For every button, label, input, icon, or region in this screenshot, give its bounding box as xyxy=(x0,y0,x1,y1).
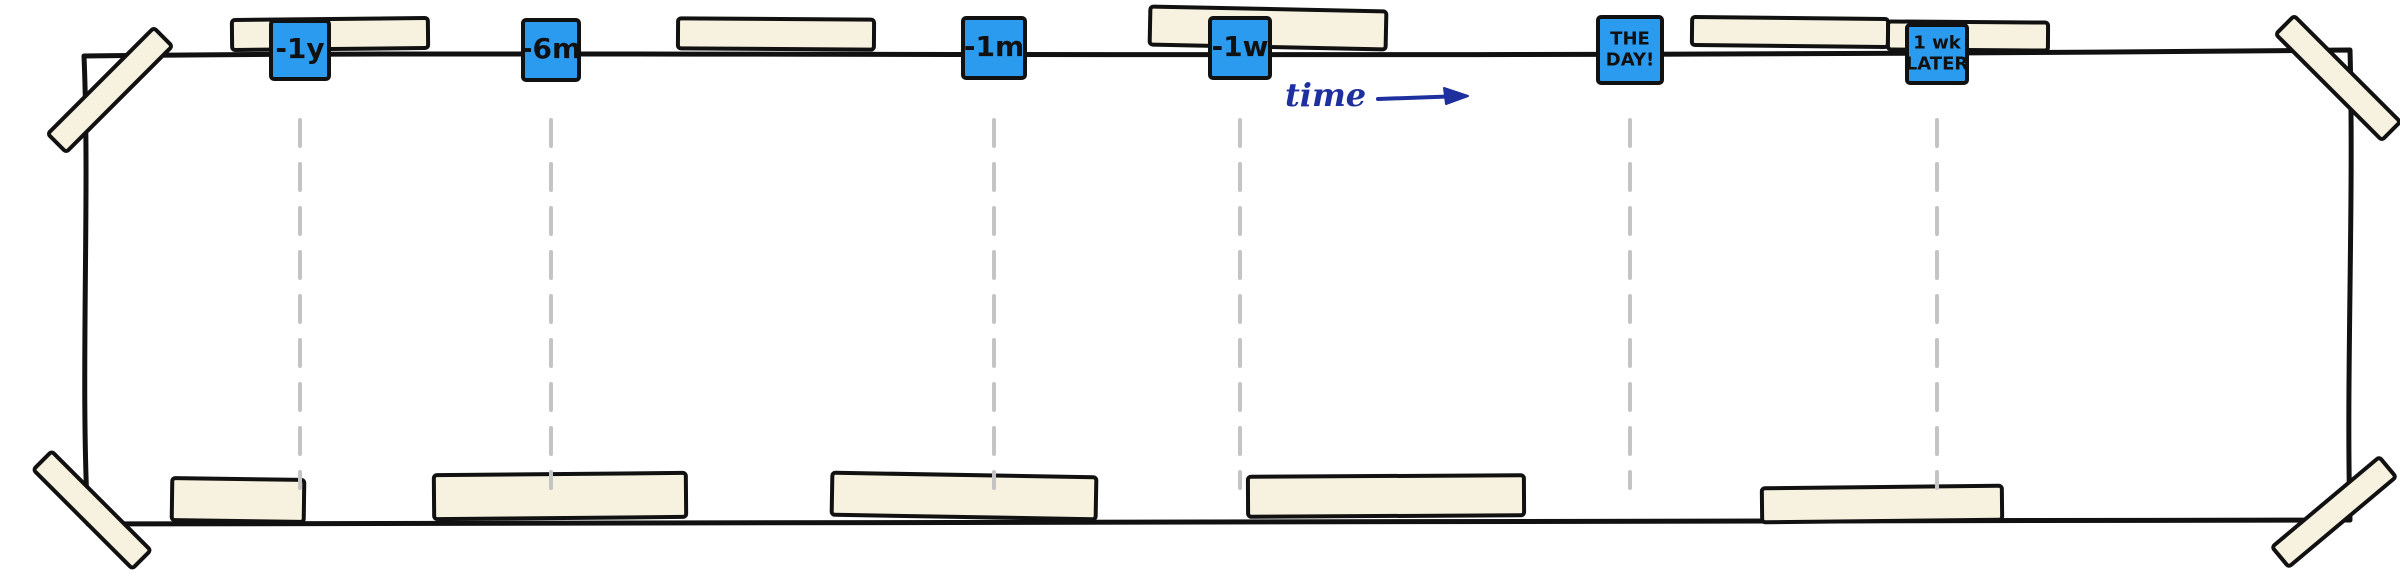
tape-strip-bottom-3 xyxy=(829,470,1099,522)
marker-label-the-day-1: THE xyxy=(1610,29,1650,50)
tape-strip-bottom-2 xyxy=(431,470,689,522)
corner-tape-4 xyxy=(2271,456,2397,568)
marker-label-minus-1-week: -1w xyxy=(1212,30,1269,63)
marker-box-minus-1-month xyxy=(961,16,1027,80)
marker-box-the-day xyxy=(1596,15,1664,85)
marker-label-the-day-2: DAY! xyxy=(1606,50,1654,71)
corner-tape-3 xyxy=(32,450,152,570)
marker-minus-1-week: -1w xyxy=(1208,16,1272,80)
guide-lines xyxy=(298,118,1939,490)
corner-tape-1 xyxy=(47,27,173,153)
tape-strips-top xyxy=(229,4,2051,53)
marker-box-minus-1-year xyxy=(269,19,331,81)
marker-label-minus-6-months: -6m xyxy=(521,32,581,65)
marker-box-minus-1-week xyxy=(1208,16,1272,80)
tape-strip-top-2 xyxy=(675,16,877,52)
marker-minus-1-year: -1y xyxy=(269,19,331,81)
right-arrow-icon xyxy=(1376,87,1469,105)
tape-strip-bottom-4 xyxy=(1245,473,1527,519)
tape-strip-bottom-1 xyxy=(169,476,307,524)
time-label: time xyxy=(1285,76,1366,114)
marker-minus-1-month: -1m xyxy=(961,16,1027,80)
marker-label-one-week-later-2: LATER xyxy=(1906,54,1969,75)
tape-strip-bottom-5 xyxy=(1759,483,2005,525)
timeline-frame-outline xyxy=(81,47,2354,527)
marker-box-one-week-later xyxy=(1905,23,1969,85)
time-direction-indicator: time xyxy=(1285,76,1469,114)
tape-strips-bottom xyxy=(169,470,2005,525)
marker-minus-6-months: -6m xyxy=(521,18,581,82)
marker-label-minus-1-year: -1y xyxy=(275,32,324,65)
marker-label-one-week-later-1: 1 wk xyxy=(1913,33,1961,54)
marker-label-minus-1-month: -1m xyxy=(964,30,1024,63)
marker-box-minus-6-months xyxy=(521,18,581,82)
corner-tapes xyxy=(32,15,2400,570)
corner-tape-2 xyxy=(2275,15,2400,141)
tape-strip-top-4 xyxy=(1689,15,1891,49)
